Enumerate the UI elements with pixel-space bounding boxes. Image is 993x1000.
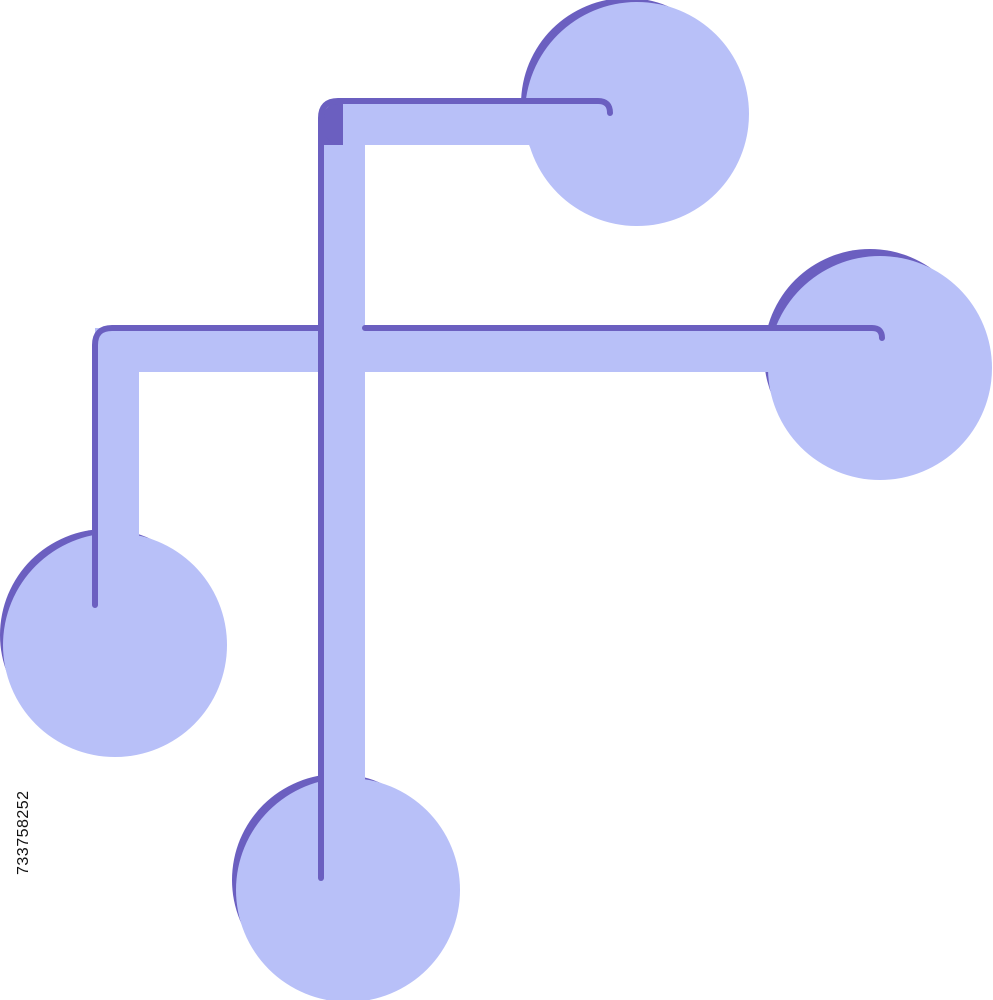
edge-top-connector [318,98,613,613]
connector-left-shadow [95,328,892,627]
node-top [525,2,749,226]
stock-watermark-id: 733758252 [15,790,32,875]
icon-shadow-layer [0,0,976,986]
node-left [3,533,227,757]
edge-right-connector [362,325,885,341]
icon-fill-layer [3,2,992,1000]
icon-edge-layer [92,98,885,881]
edge-left-connector [92,325,324,608]
connector-left [95,328,880,600]
node-bottom [236,778,460,1000]
